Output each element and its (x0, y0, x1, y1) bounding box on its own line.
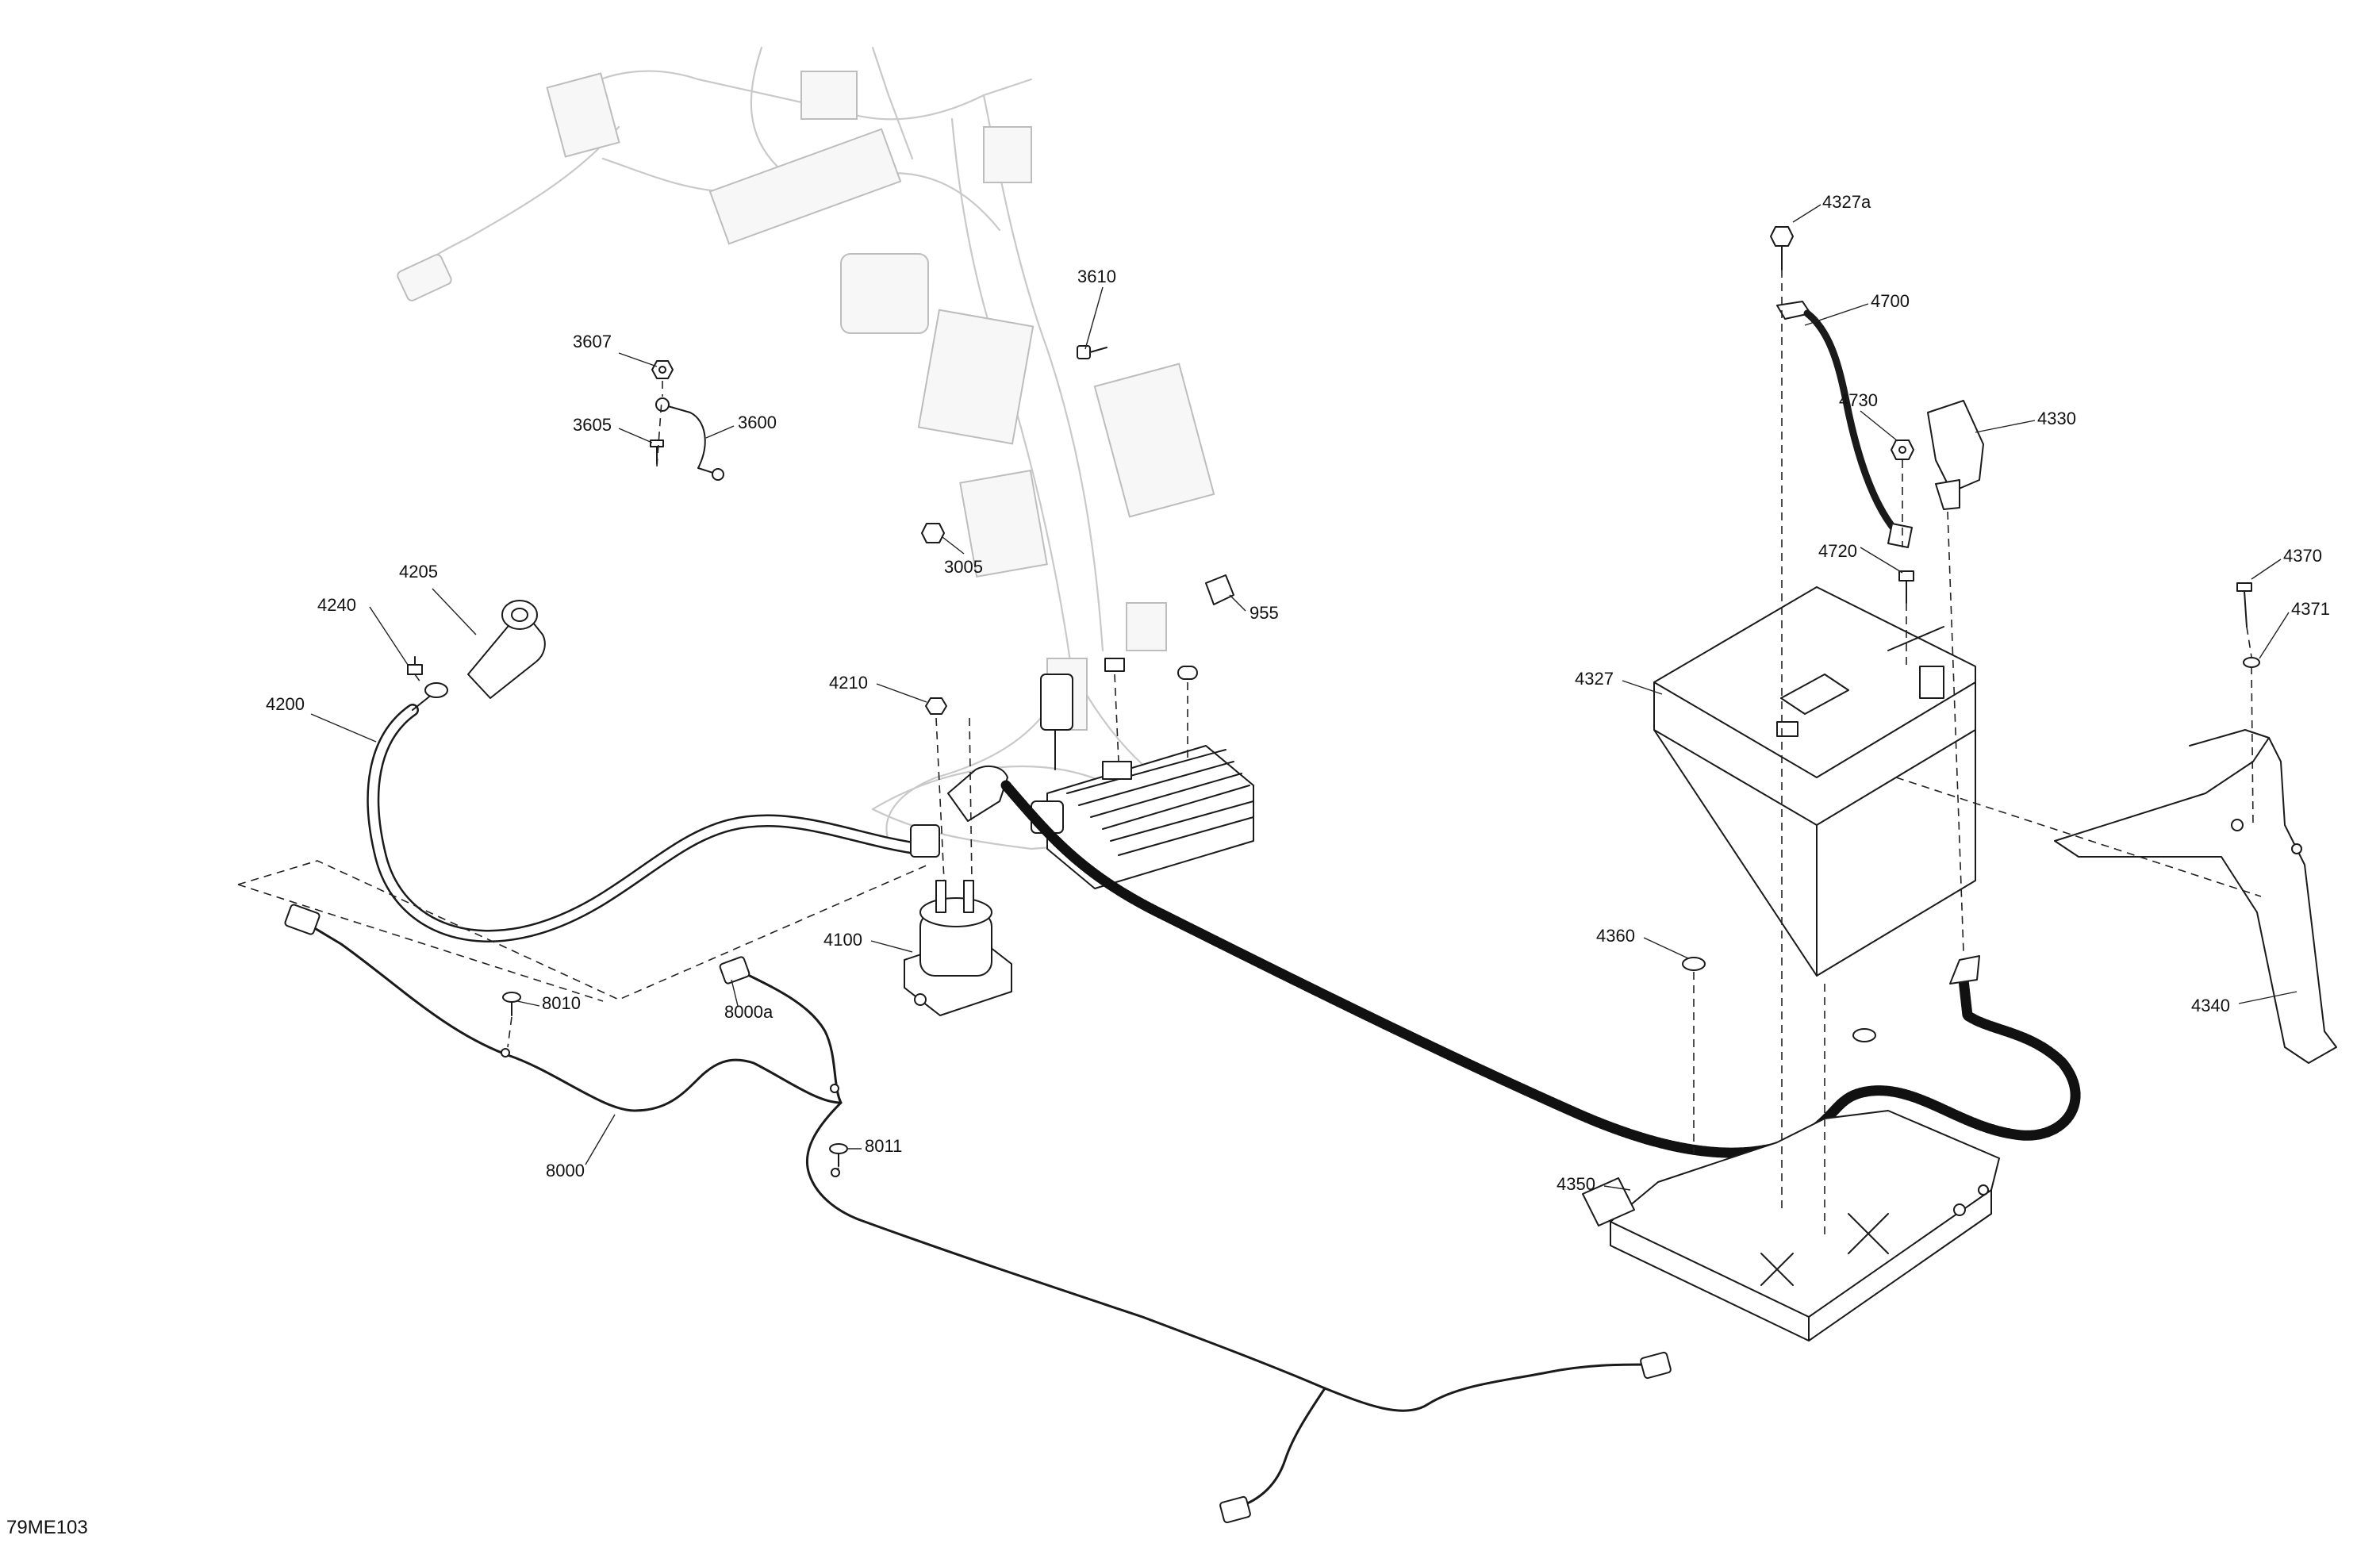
label-955: 955 (1250, 603, 1279, 623)
label-4700: 4700 (1871, 291, 1910, 311)
battery-tray-4350 (1582, 1110, 2000, 1341)
bracket-4340 (2054, 729, 2337, 1064)
bolt-4370 (2236, 582, 2252, 628)
label-4720: 4720 (1818, 541, 1857, 561)
label-4100: 4100 (823, 930, 862, 950)
negative-strap-4700 (1776, 301, 1913, 548)
label-8000: 8000 (546, 1161, 585, 1180)
bolt-4720 (1898, 570, 1914, 604)
label-8010: 8010 (542, 993, 581, 1013)
bolt-3610 (1077, 345, 1107, 359)
label-3605: 3605 (573, 415, 612, 435)
label-4730: 4730 (1839, 390, 1878, 410)
label-8000a: 8000a (724, 1002, 774, 1022)
label-4327: 4327 (1575, 669, 1614, 689)
nut-4210 (925, 697, 947, 715)
label-3005: 3005 (944, 557, 983, 577)
label-4327a: 4327a (1822, 192, 1871, 212)
label-4205: 4205 (399, 562, 438, 582)
cable-4200 (367, 682, 940, 942)
nut-3607 (651, 360, 674, 379)
voltage-regulator (1031, 658, 1254, 889)
regulator-connector (1040, 674, 1073, 770)
label-3610: 3610 (1077, 267, 1116, 286)
label-4200: 4200 (266, 694, 305, 714)
assembly-dashed-lines (237, 270, 2262, 1238)
nut-4730 (1891, 439, 1914, 460)
screw-8011 (829, 1143, 848, 1167)
bolt-3005 (921, 523, 945, 543)
label-4330: 4330 (2037, 409, 2076, 428)
leader-lines (310, 204, 2297, 1191)
label-3600: 3600 (738, 413, 777, 432)
label-4340: 4340 (2191, 996, 2230, 1015)
part-labels: 4327a 4700 4730 4330 4720 4370 4371 4327… (266, 192, 2330, 1194)
cover-4330 (1927, 400, 1984, 510)
ghost-main-harness (397, 46, 1215, 850)
bolt-4240 (407, 656, 423, 675)
label-4210: 4210 (829, 673, 868, 693)
washer-4371 (2243, 657, 2260, 668)
clip-955 (1205, 574, 1234, 605)
terminal-boot-4205 (467, 600, 546, 699)
bolt-4327a (1770, 226, 1794, 271)
battery-4327 (1653, 586, 1976, 977)
label-4350: 4350 (1557, 1174, 1595, 1194)
figure-code: 79ME103 (6, 1517, 88, 1538)
label-4360: 4360 (1596, 926, 1635, 946)
label-4371: 4371 (2291, 599, 2330, 619)
ground-strap-3600 (655, 397, 724, 481)
harness-8000 (284, 904, 1672, 1524)
solenoid-4100 (904, 880, 1012, 1016)
label-3607: 3607 (573, 332, 612, 351)
label-4240: 4240 (317, 595, 356, 615)
screw-4360 (1682, 957, 1876, 1042)
label-8011: 8011 (865, 1136, 902, 1156)
label-4370: 4370 (2283, 546, 2322, 566)
screw-8010 (502, 992, 521, 1016)
